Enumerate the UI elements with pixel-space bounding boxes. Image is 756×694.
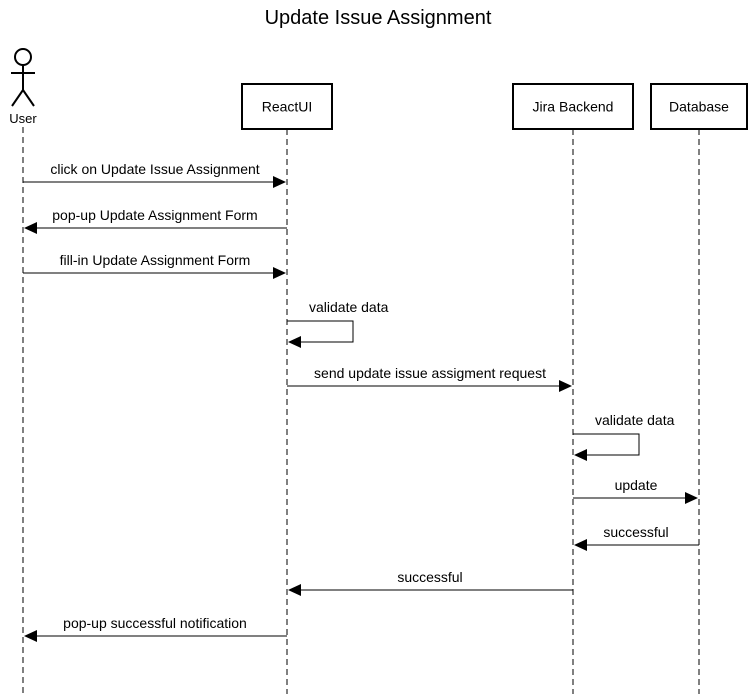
self-message-line [287,320,354,343]
arrow-head [559,380,572,392]
diagram-title: Update Issue Assignment [265,7,492,29]
participant-database: Database [650,83,748,130]
arrow-head [273,267,286,279]
actor-leg-left [11,89,24,107]
arrow-head [685,492,698,504]
message-label: pop-up Update Assignment Form [52,207,257,223]
message-label: send update issue assigment request [314,365,546,381]
participant-label-backend: Jira Backend [533,99,614,115]
actor-user: User [9,48,37,126]
message-label: pop-up successful notification [63,615,247,631]
message-label: successful [397,569,462,585]
participant-box-reactui [241,83,333,130]
message-label: validate data [595,412,675,428]
participant-box-backend [512,83,634,130]
message-label: validate data [309,299,389,315]
participant-reactui: ReactUI [241,83,333,130]
arrow-head [288,584,301,596]
arrow-head [24,222,37,234]
message-1: click on Update Issue Assignment [23,161,286,188]
participant-box-database [650,83,748,130]
message-5: send update issue assigment request [287,365,572,392]
message-8: successful [574,524,699,551]
message-10: pop-up successful notification [24,615,287,642]
message-label: fill-in Update Assignment Form [60,252,251,268]
actor-head [14,48,32,66]
message-label: click on Update Issue Assignment [50,161,259,177]
participants: User ReactUI Jira Backend Database [9,48,748,130]
arrow-head [574,539,587,551]
arrow-head [24,630,37,642]
messages: click on Update Issue Assignment pop-up U… [23,161,699,642]
message-4: validate data [287,299,389,348]
arrow-head [273,176,286,188]
lifelines [22,127,700,694]
message-label: update [615,477,658,493]
arrow-head [574,449,587,461]
participant-backend: Jira Backend [512,83,634,130]
message-3: fill-in Update Assignment Form [23,252,286,279]
message-6: validate data [573,412,675,461]
participant-label-user: User [9,111,37,126]
self-message-line [573,433,640,456]
actor-leg-right [22,89,35,107]
message-7: update [573,477,698,504]
message-9: successful [288,569,573,596]
message-2: pop-up Update Assignment Form [24,207,287,234]
arrow-head [288,336,301,348]
message-label: successful [603,524,668,540]
participant-label-reactui: ReactUI [262,99,313,115]
participant-label-database: Database [669,99,729,115]
